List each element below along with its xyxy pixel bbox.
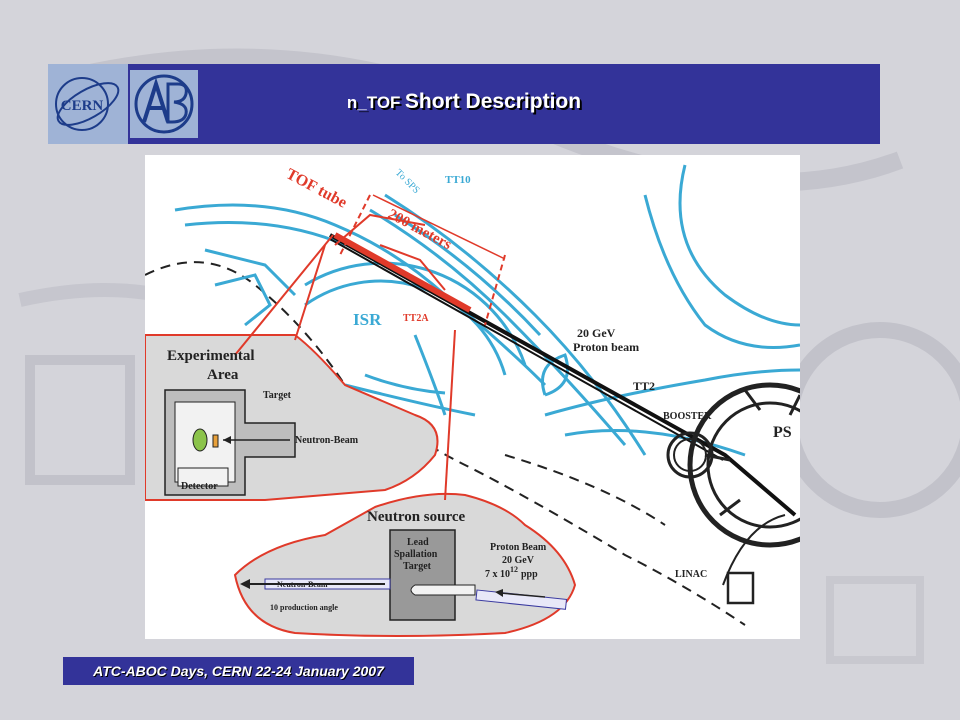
label-target: Target (263, 390, 292, 401)
neutron-source-callout: Neutron source Lead Spallation Target Pr… (233, 329, 577, 637)
detector-vessel (192, 428, 208, 452)
ntof-layout-diagram: TOF tube To SPS TT10 200 meters ISR TT2A… (144, 155, 853, 639)
label-tof-tube: TOF tube (283, 166, 349, 212)
label-isr: ISR (353, 310, 382, 329)
experimental-area-title-1: Experimental (167, 348, 255, 364)
label-spallation: Spallation (394, 549, 438, 560)
label-proton-energy: 20 GeV (577, 326, 616, 340)
label-lead-target: Target (403, 561, 432, 572)
tof-tube-line (333, 232, 472, 313)
label-to-sps: To SPS (393, 167, 422, 196)
title-ntof: n_TOF (346, 93, 401, 112)
cern-logo: CERN (48, 64, 128, 144)
beamline-network (174, 164, 801, 457)
target-element (212, 434, 219, 448)
label-detector: Detector (181, 481, 218, 492)
title-bar: CERN n_TOF Short Description (48, 64, 880, 144)
ab-logo (130, 70, 198, 138)
site-boundary-dashed (144, 261, 746, 626)
label-production-angle: 10 production angle (270, 603, 338, 612)
label-ns-neutron-beam: Neutron-Beam (277, 580, 328, 589)
title-description: Short Description (404, 90, 582, 113)
experimental-area-title-2: Area (207, 367, 239, 383)
label-tt2: TT2 (633, 379, 655, 393)
label-proton-beam: Proton beam (573, 340, 639, 354)
page-title: n_TOF Short Description (48, 90, 880, 114)
label-ps: PS (773, 424, 792, 441)
cern-logo-text: CERN (61, 98, 104, 114)
experimental-area-callout: Experimental Area Target Neutron-Beam De… (144, 234, 439, 501)
label-tt2a: TT2A (403, 313, 429, 324)
footer-banner: ATC-ABOC Days, CERN 22-24 January 2007 (63, 657, 414, 685)
label-exp-neutron-beam: Neutron-Beam (295, 435, 359, 446)
label-linac: LINAC (675, 569, 707, 580)
label-ns-energy: 20 GeV (502, 555, 535, 566)
booster-ring (666, 431, 714, 479)
label-lead: Lead (407, 537, 429, 548)
lead-target-block (389, 529, 456, 621)
label-booster: BOOSTER (663, 411, 712, 422)
linac-building (726, 571, 755, 605)
label-tt10: TT10 (445, 174, 471, 186)
label-ns-proton-beam: Proton Beam (490, 542, 547, 553)
neutron-source-title: Neutron source (367, 509, 466, 525)
ntof-layout-svg: TOF tube To SPS TT10 200 meters ISR TT2A… (144, 164, 853, 637)
